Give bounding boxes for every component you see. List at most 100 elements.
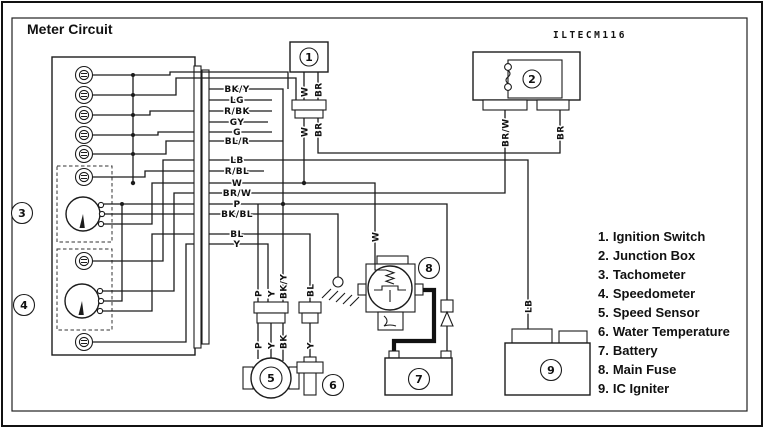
legend-item-label: IC Igniter [613, 381, 669, 396]
ic-igniter-number: 9 [547, 364, 555, 377]
svg-text:4.Speedometer: 4. Speedometer [598, 286, 695, 301]
svg-text:3: 3 [18, 207, 26, 220]
wire-label: W [301, 127, 311, 137]
battery: 7 [384, 350, 453, 396]
legend-item-number: 5. [598, 305, 609, 320]
diode-symbol [440, 299, 454, 327]
connector-pin-labels: BK/Y LG R/BK GY G BL/R LB R/BL W BR/W P … [220, 84, 254, 252]
legend-item-label: Speedometer [613, 286, 695, 301]
wire-bk-bl-ground [209, 213, 339, 277]
wire-lb [209, 159, 529, 329]
wire-label: P [255, 342, 265, 349]
legend-item-number: 2. [598, 248, 609, 263]
wire-label: Y [268, 342, 278, 350]
wire-ignition-br [317, 72, 561, 154]
wire-int-w [104, 182, 194, 225]
lamp-icon [74, 251, 94, 271]
pin-label: G [233, 128, 241, 138]
svg-text:5.Speed Sensor: 5. Speed Sensor [598, 305, 700, 320]
junction-dots [120, 73, 307, 207]
tachometer-gauge [65, 196, 106, 232]
wires [93, 71, 561, 361]
junction-box: 2 [472, 51, 581, 111]
tachometer-needle [79, 214, 85, 228]
legend-item-number: 4. [598, 286, 609, 301]
ignition-switch: 1 [289, 41, 329, 119]
pin-label: BR/W [223, 189, 252, 199]
wire-lamp4 [93, 131, 194, 136]
legend-item-label: Ignition Switch [613, 229, 705, 244]
junction-box-number: 2 [528, 73, 536, 86]
wire-label: W [301, 87, 311, 97]
pin-label: LB [230, 156, 243, 166]
sensor-connector-lower [256, 312, 286, 324]
pin-label: P [234, 200, 241, 210]
wire-int-br-w [103, 192, 194, 292]
wire-lamp2-over [93, 77, 297, 100]
water-temp-number: 6 [329, 379, 337, 392]
wire-label: BR [315, 122, 325, 137]
wire-int-lb [93, 159, 194, 262]
lamp-icon [74, 144, 94, 164]
connector-bar-left [193, 65, 202, 349]
battery-cable [391, 287, 437, 353]
pin-label: BL/R [225, 137, 249, 147]
junction-fuse-element [505, 60, 511, 84]
pin-label: Y [233, 240, 241, 250]
wire-int-r-bl [93, 170, 194, 178]
wire-label: P [255, 290, 265, 297]
wire-label: BK [280, 334, 290, 349]
svg-text:2.Junction Box: 2. Junction Box [598, 248, 696, 263]
lamp-icon [74, 167, 94, 187]
svg-text:7.Battery: 7. Battery [598, 343, 658, 358]
junction-tab-right [536, 99, 570, 111]
battery-number: 7 [415, 373, 423, 386]
pin-label: GY [230, 118, 245, 128]
wire-label: LB [525, 300, 535, 313]
meter-connector [193, 65, 210, 349]
wire-y [209, 243, 269, 302]
legend-item-label: Junction Box [613, 248, 696, 263]
ignition-switch-number: 1 [305, 51, 313, 64]
wire-bl [209, 233, 311, 302]
lamp-icon [74, 125, 94, 145]
pin-label: BL [230, 230, 243, 240]
watertemp-connector-upper [298, 301, 322, 314]
speedometer-badge: 4 [12, 293, 36, 317]
svg-text:6.Water Temperature: 6.Water Temperature [598, 324, 730, 339]
legend-item-number: 6. [598, 324, 609, 339]
wire-label: W [372, 232, 382, 242]
rotated-wire-labels: W BR W BR BR/W BR W LB P Y BK/Y P Y BK B… [253, 81, 568, 352]
legend-item-label: Speed Sensor [613, 305, 700, 320]
wire-br-w [209, 110, 506, 194]
pin-label: R/BL [225, 167, 249, 177]
legend: 1.Ignition Switch 2.Junction Box 3.Tacho… [598, 229, 730, 396]
lamp-icon [74, 105, 94, 125]
wire-label: BR [315, 82, 325, 97]
page-title: Meter Circuit [27, 21, 113, 37]
water-temp-sensor: 6 [296, 301, 345, 397]
connector-bar-right [201, 69, 210, 345]
pin-label: BK/Y [224, 85, 249, 95]
wire-label: BR/W [502, 118, 512, 147]
speedometer-gauge [64, 283, 105, 319]
main-fuse-number: 8 [425, 262, 433, 275]
svg-text:8.Main Fuse: 8. Main Fuse [598, 362, 676, 377]
legend-item-number: 7. [598, 343, 609, 358]
legend-item-label: Battery [613, 343, 659, 358]
pin-label: W [232, 179, 242, 189]
igniter-tab-left [511, 328, 553, 344]
wire-bk-y [209, 88, 284, 302]
legend-item-label: Main Fuse [613, 362, 677, 377]
fuse-element [374, 264, 406, 302]
speedometer-needle [78, 301, 84, 315]
legend-item-number: 8. [598, 362, 609, 377]
ic-igniter: 9 [504, 328, 591, 396]
indicator-lamps [74, 65, 94, 352]
svg-text:9.IC Igniter: 9.IC Igniter [598, 381, 669, 396]
battery-terminal-left [388, 350, 400, 359]
lamp-icon [74, 65, 94, 85]
main-fuse: 8 [357, 255, 441, 331]
